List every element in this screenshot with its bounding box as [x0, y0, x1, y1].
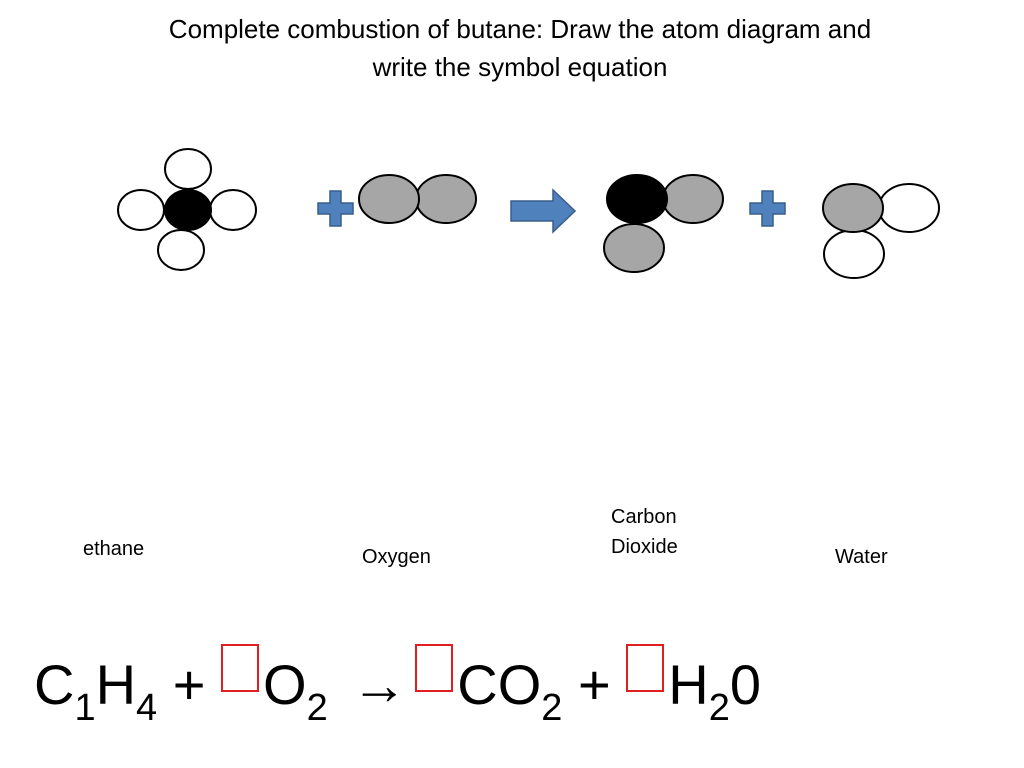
water-label: Water	[835, 546, 888, 568]
hydrogen-atom	[157, 229, 205, 271]
oxygen-molecule	[358, 174, 477, 224]
equation-plus: +	[577, 653, 611, 716]
carbon-dioxide-label: Carbon Dioxide	[611, 502, 678, 562]
carbon-dioxide-molecule	[603, 174, 724, 273]
carbon-atom	[606, 174, 668, 224]
equation-oxygen-subscript: 2	[306, 687, 328, 729]
equation-hydrogen: H	[95, 653, 137, 716]
equation-carbon-dioxide: CO	[457, 653, 542, 716]
water-molecule	[822, 183, 940, 279]
oxygen-atom	[358, 174, 420, 224]
plus-icon	[749, 190, 786, 227]
oxygen-label: Oxygen	[362, 546, 431, 568]
equation-water-subscript: 2	[708, 687, 730, 729]
coefficient-blank-carbon-dioxide[interactable]	[415, 644, 454, 692]
oxygen-atom	[662, 174, 724, 224]
reaction-arrow-icon	[510, 188, 577, 234]
carbon-dioxide-label-line-1: Carbon	[611, 506, 677, 528]
plus-icon	[317, 190, 354, 227]
equation-carbon-subscript: 1	[74, 687, 96, 729]
hydrogen-atom	[209, 189, 257, 231]
page-title: Complete combustion of butane: Draw the …	[100, 10, 940, 86]
equation-oxygen: O	[263, 653, 307, 716]
oxygen-atom	[822, 183, 884, 233]
carbon-atom	[164, 189, 212, 231]
ethane-molecule	[117, 148, 257, 271]
symbol-equation: C1H4 + O2 →CO2 + H20	[34, 644, 761, 727]
equation-carbon-dioxide-subscript: 2	[541, 687, 563, 729]
hydrogen-atom	[164, 148, 212, 190]
equation-plus: +	[172, 653, 206, 716]
equation-arrow: →	[351, 653, 408, 716]
hydrogen-atom	[878, 183, 940, 233]
equation-hydrogen-subscript: 4	[136, 687, 158, 729]
oxygen-atom	[415, 174, 477, 224]
ethane-label: ethane	[83, 538, 145, 560]
title-line-2: write the symbol equation	[372, 52, 668, 82]
equation-water-hydrogen: H	[668, 653, 709, 716]
coefficient-blank-water[interactable]	[626, 644, 665, 692]
coefficient-blank-oxygen[interactable]	[221, 644, 260, 692]
equation-water-oxygen: 0	[729, 653, 761, 716]
carbon-dioxide-label-line-2: Dioxide	[611, 536, 678, 558]
oxygen-atom	[603, 223, 665, 273]
hydrogen-atom	[117, 189, 165, 231]
equation-carbon: C	[34, 653, 75, 716]
hydrogen-atom	[823, 229, 885, 279]
title-line-1: Complete combustion of butane: Draw the …	[168, 14, 872, 44]
